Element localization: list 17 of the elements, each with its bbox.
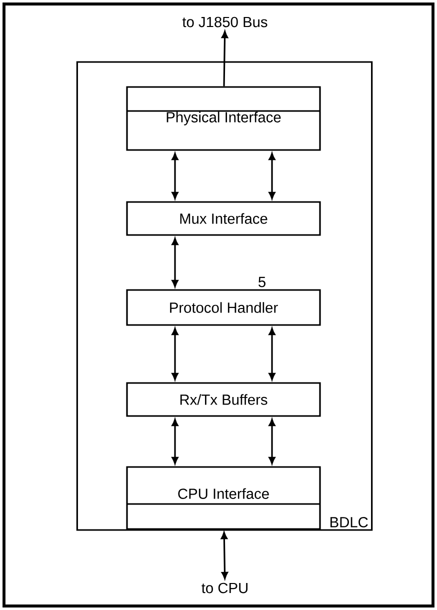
arrow <box>268 328 276 380</box>
arrow <box>268 418 276 464</box>
port-label: to CPU <box>202 582 248 594</box>
arrow <box>172 152 178 200</box>
arrow <box>172 418 178 464</box>
arrow <box>221 30 228 86</box>
block-box: Physical Interface <box>126 86 321 151</box>
arrow <box>220 532 228 580</box>
port-label: to J1850 Bus <box>182 16 268 28</box>
arrow <box>172 238 178 288</box>
callout-number: 5 <box>258 276 266 288</box>
block-box: Mux Interface <box>126 201 321 236</box>
arrow <box>268 152 276 200</box>
arrow <box>172 328 178 380</box>
block-box: CPU Interface <box>126 466 321 530</box>
block-box: Rx/Tx Buffers <box>126 382 321 417</box>
block-box: Protocol Handler <box>126 289 321 326</box>
